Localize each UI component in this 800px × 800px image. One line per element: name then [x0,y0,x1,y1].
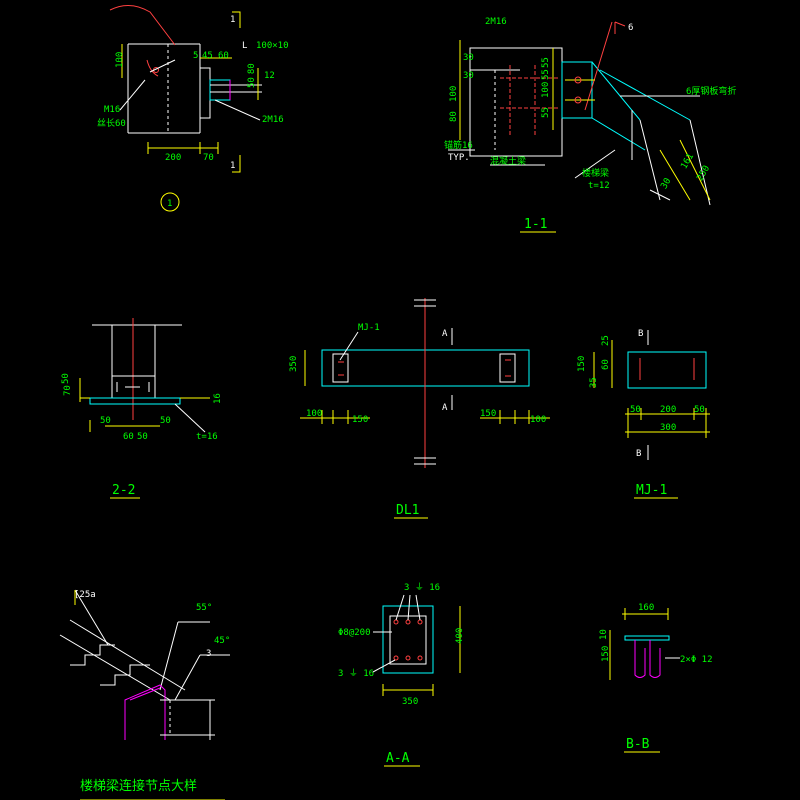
angle-symbol: L [242,41,247,51]
section-2-2-detail [79,318,210,499]
bb-dim-10: 10 [599,629,609,640]
section-a-a-title: A-A [386,751,410,766]
dl1-left-150: 150 [352,415,368,425]
top-bars-label: 3 ⏚ 16 [404,582,440,593]
angle-45: 45° [214,636,230,646]
section-a-a-labels: A-A 3 ⏚ 16 Φ8@200 3 ⏚ 16 400 350 [338,582,465,766]
stair-stringer-label: 楼梯梁 [582,167,609,179]
angle-size: 100×10 [256,41,289,51]
aa-width-350: 350 [402,697,418,707]
section-2-2-labels: 2-2 70 50 16 50 50 60 50 t=16 [61,373,223,498]
concrete-beam-label: 混凝土梁 [490,155,526,167]
dim-30a: 30 [463,71,474,81]
dim-60: 60 [218,51,229,61]
dim-50: 50 [61,373,71,384]
mj1-detail [593,330,710,499]
dim-16: 16 [213,393,223,404]
section-1-1-title: 1-1 [524,217,547,232]
bolt-thread-length: 丝长60 [97,117,126,129]
dl1-detail [300,298,550,519]
bb-dim-150: 150 [601,646,611,662]
dim-100a: 100 [449,86,459,102]
bolt-m16-label: M16 [104,105,120,115]
angle-55: 55° [196,603,212,613]
weld-mark: 6 [628,23,633,33]
dim-200: 200 [165,153,181,163]
mj1-dim-50a: 50 [630,405,641,415]
dim-60: 60 [123,432,134,442]
mj1-title: MJ-1 [636,483,667,498]
dim-55c: 55 [541,107,551,118]
dim-100b: 100 [541,82,551,98]
section-1-1-detail [448,21,711,233]
plate-thickness: t=12 [588,181,610,191]
mark-3: 3 [206,649,211,659]
embed-mj1-label: MJ-1 [358,323,380,333]
plate-thickness-16: t=16 [196,432,218,442]
section-a-a-detail [372,594,461,767]
anchor-bar-label: 锚筋16 [444,139,473,151]
dim-45: 45 [202,51,213,61]
section-b-b-title: B-B [626,737,650,752]
typ-label: TYP. [448,153,470,163]
stirrup-label: Φ8@200 [338,628,371,638]
channel-25a: [25a [74,590,96,600]
dim-70: 70 [63,385,73,396]
dim-5: 5 [193,51,198,61]
dl1-title: DL1 [396,503,419,518]
dim-55a: 55 [541,57,551,68]
stair-connection-detail [59,589,230,800]
dim-30b: 30 [463,53,474,63]
mj1-dim-50b: 50 [694,405,705,415]
bb-width-160: 160 [638,603,654,613]
dim-30c: 30 [659,177,673,191]
dim-70: 70 [203,153,214,163]
mj1-dim-150: 150 [577,356,587,372]
section-mark-1-bottom: 1 [230,161,235,171]
section-a-bottom: A [442,403,448,413]
dim-50-80: 5080 [247,63,257,88]
mj1-dim-300: 300 [660,423,676,433]
mj1-dim-60: 60 [601,359,611,370]
bolt-2m16: 2M16 [485,17,507,27]
section-a-top: A [442,329,448,339]
dim-100: 100 [115,52,125,68]
dim-12: 12 [264,71,275,81]
aa-height-400: 400 [455,628,465,644]
section-b-b-detail [609,608,680,753]
section-2-2-title: 2-2 [112,483,135,498]
dl1-right-150: 150 [480,409,496,419]
dl1-right-100: 100 [530,415,546,425]
bb-bars-label: 2×Φ 12 [680,655,713,665]
mj1-dim-35: 35 [589,377,599,388]
dl1-labels: DL1 MJ-1 350 100 150 150 100 A A [289,323,546,518]
plate-bend-note: 6厚钢板弯折 [686,85,736,97]
node-1-detail [109,5,262,212]
stair-connection-labels: 楼梯梁连接节点大样 [25a 55° 45° 3 [74,590,230,794]
bolt-2m16-label: 2M16 [262,115,284,125]
dim-50b: 50 [160,416,171,426]
section-mark-1-top: 1 [230,15,235,25]
dim-50a: 50 [100,416,111,426]
section-1-1-labels: 1-1 2M16 6 100 80 55 55 100 55 30 30 锚筋1… [444,17,736,232]
mj1-labels: MJ-1 B B 25 150 60 35 50 200 50 300 [577,329,705,498]
dim-50c: 50 [137,432,148,442]
dim-80: 80 [449,111,459,122]
mj1-dim-25: 25 [601,335,611,346]
bottom-bars-label: 3 ⏚ 16 [338,668,374,679]
section-b-bottom: B [636,449,641,459]
section-b-b-labels: B-B 160 10 150 2×Φ 12 [599,603,713,752]
section-b-top: B [638,329,643,339]
stair-detail-title: 楼梯梁连接节点大样 [80,778,197,794]
dl1-left-100: 100 [306,409,322,419]
dim-250: 250 [695,164,712,183]
node-1-circle-label: 1 [167,199,172,209]
dim-55b: 55 [541,69,551,80]
node-1-labels: 1 1 1 100 5 45 60 L 100×10 12 5080 M16 丝… [97,15,289,209]
mj1-dim-200: 200 [660,405,676,415]
dl1-height-350: 350 [289,356,299,372]
